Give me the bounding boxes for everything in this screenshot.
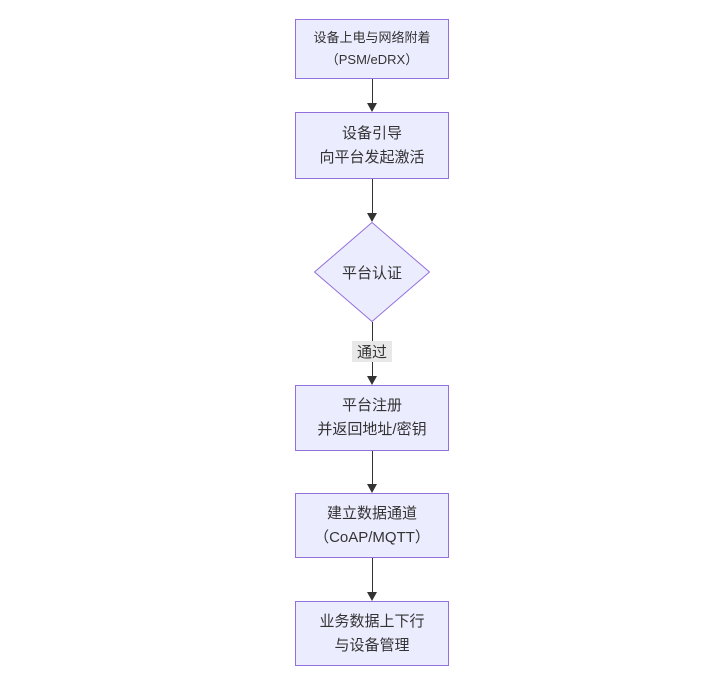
edge-connector: [372, 451, 373, 486]
arrowhead-down-icon: [367, 376, 377, 385]
diamond-shape: [314, 222, 430, 322]
edge-label-pass: 通过: [352, 341, 392, 362]
node-label-line: 平台注册: [341, 397, 402, 414]
node-platform-auth: 平台认证: [314, 222, 430, 322]
node-label-line: 业务数据上下行: [319, 612, 425, 630]
node-label-line: 并返回地址/密钥: [317, 421, 427, 438]
edge-connector: [372, 558, 373, 594]
node-business: 业务数据上下行 与设备管理: [295, 601, 449, 666]
node-label-line: 向平台发起激活: [319, 148, 425, 166]
node-power-attach: 设备上电与网络附着 （PSM/eDRX）: [295, 19, 449, 79]
node-label-line: 设备引导: [341, 124, 402, 142]
node-label-line: 平台认证: [341, 264, 402, 282]
node-label-line: 设备上电与网络附着: [313, 29, 431, 45]
node-label-line: 建立数据通道: [326, 504, 417, 522]
node-bootstrap: 设备引导 向平台发起激活: [295, 112, 449, 179]
node-label-line: 与设备管理: [334, 636, 410, 654]
arrowhead-down-icon: [367, 484, 377, 493]
arrowhead-down-icon: [367, 213, 377, 222]
node-label-line: （CoAP/MQTT）: [314, 528, 430, 546]
edge-connector: [372, 79, 373, 104]
node-label-line: （PSM/eDRX）: [325, 52, 419, 67]
arrowhead-down-icon: [367, 103, 377, 112]
node-data-channel: 建立数据通道 （CoAP/MQTT）: [295, 493, 449, 558]
arrowhead-down-icon: [367, 592, 377, 601]
edge-connector: [372, 179, 373, 215]
node-register: 平台注册 并返回地址/密钥: [295, 385, 449, 451]
